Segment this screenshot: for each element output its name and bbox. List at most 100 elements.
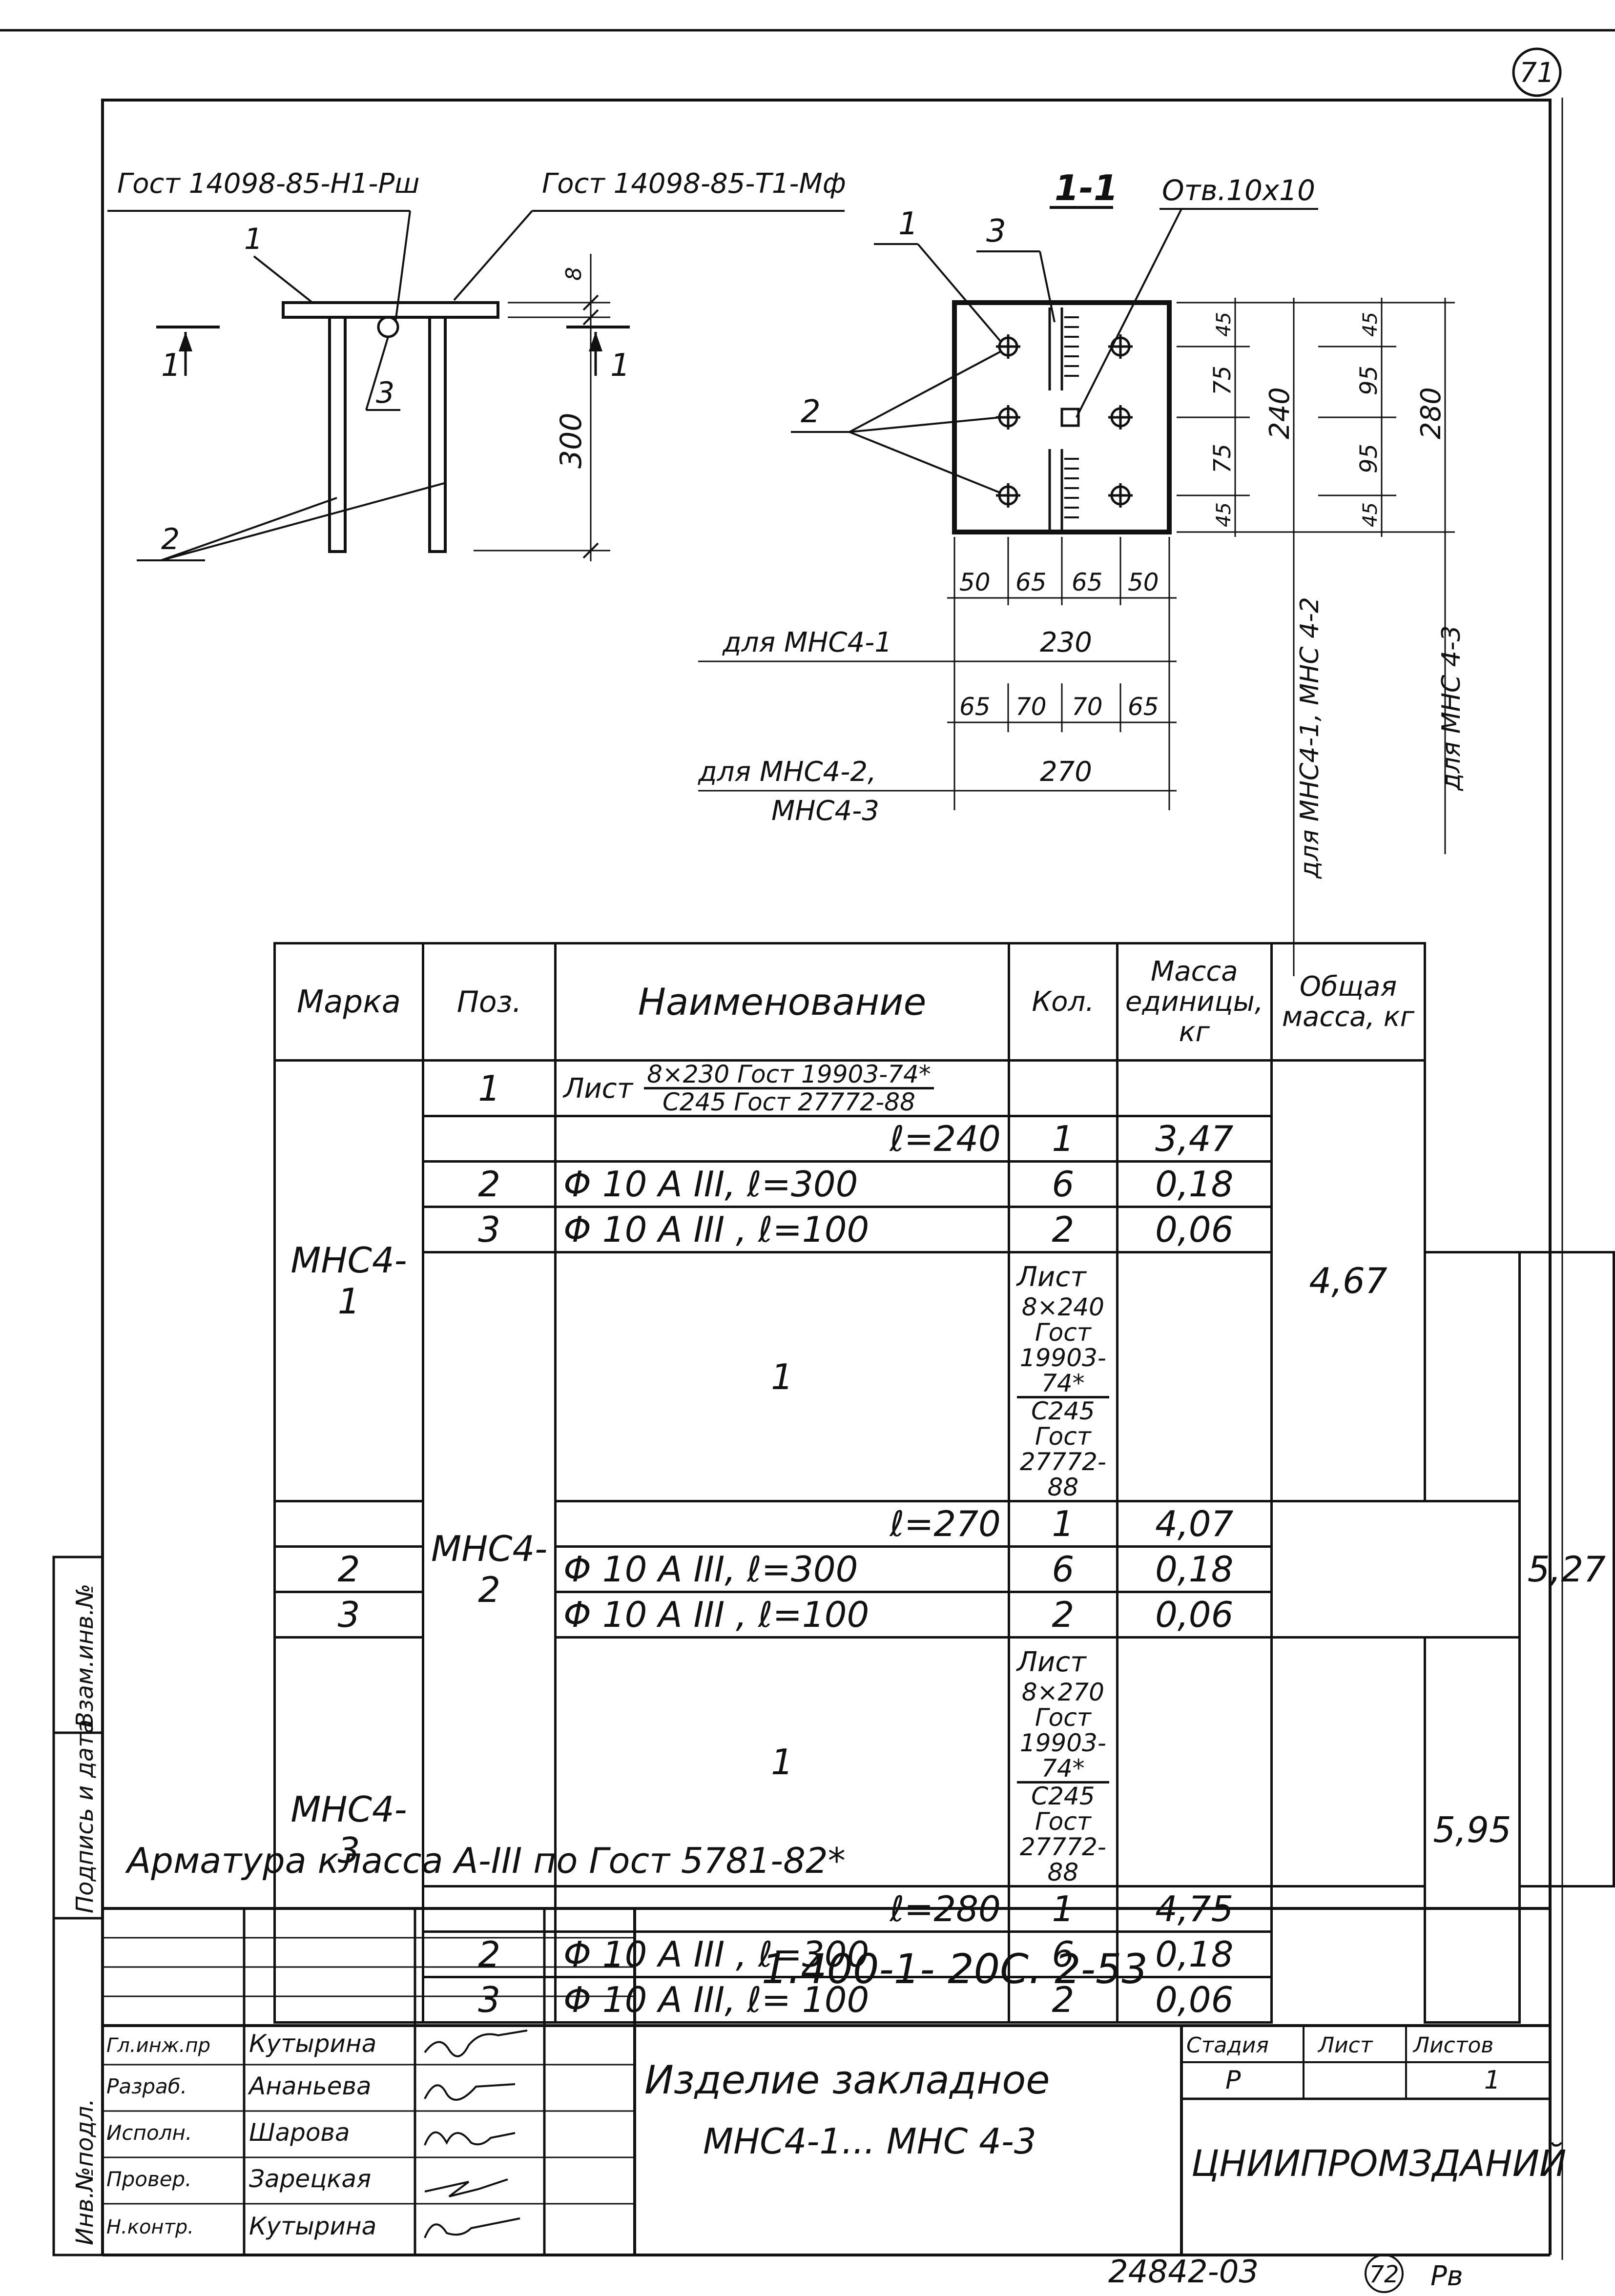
dim-right-a-total: 240 — [1264, 387, 1296, 439]
spec-header-row: Марка Поз. Наименование Кол. Масса едини… — [273, 942, 1614, 1062]
row-mass: 0,18 — [1116, 1160, 1273, 1208]
header-name: Наименование — [554, 942, 1010, 1062]
group-mark: МНС4-1 — [273, 1059, 424, 1502]
sheets-label: Листов — [1413, 2033, 1494, 2058]
row-pos: 3 — [421, 1206, 557, 1253]
side-sign-date: Подпись и дата — [71, 1719, 99, 1913]
row-pos: 3 — [421, 1976, 557, 2024]
row-length: ℓ=280 — [554, 1885, 1010, 1933]
row-qty: 1 — [1007, 1500, 1118, 1548]
row-name: Φ 10 А III, ℓ= 100 — [554, 1976, 1010, 2024]
front-view: Гост 14098-85-Н1-Рш Гост 14098-85-Т1-Мф … — [107, 168, 846, 561]
stage-label: Стадия — [1186, 2033, 1269, 2058]
label-for-23-line2: МНС4-3 — [771, 795, 879, 827]
front-callout-2: 2 — [161, 522, 180, 556]
row-qty: 1 — [1007, 1885, 1118, 1933]
row-mass: 0,06 — [1116, 1976, 1273, 2024]
row-qty: 2 — [1007, 1206, 1118, 1253]
side-inv-repl: Взам.инв.№ — [71, 1584, 99, 1728]
header-pos: Поз. — [421, 942, 557, 1062]
section-callout-2: 2 — [801, 394, 821, 430]
header-total-mass: Общая масса, кг — [1270, 942, 1427, 1062]
sheet-fraction-num: 8×270 Гост 19903-74* — [1016, 1680, 1109, 1784]
row-qty: 6 — [1007, 1160, 1118, 1208]
row-name: Φ 10 А III , ℓ=100 — [554, 1591, 1010, 1639]
section-callout-1: 1 — [898, 206, 918, 242]
document-code: 1.400-1- 20С. 2-53 — [762, 1945, 1148, 1993]
header-unit-mass: Масса единицы, кг — [1116, 942, 1273, 1062]
row-length: ℓ=240 — [554, 1115, 1010, 1163]
sheet-fraction-den: С245 Гост 27772-88 — [662, 1088, 915, 1116]
table-row: ℓ=240 1 3,47 — [275, 1115, 1614, 1163]
dim-right-b-3: 45 — [1359, 502, 1382, 527]
staff-role-2: Исполн. — [106, 2121, 192, 2145]
table-row: 3 Φ 10 А III , ℓ=100 2 0,06 — [275, 1206, 1614, 1253]
bottom-circle-number: 72 — [1369, 2261, 1399, 2288]
dim-bottom-b-3: 65 — [1128, 693, 1159, 721]
dim-bottom-b-total: 270 — [1040, 756, 1092, 788]
row-mass: 0,06 — [1116, 1206, 1273, 1253]
section-mark-left: 1 — [161, 348, 181, 384]
row-name: Φ 10 А III , ℓ=100 — [554, 1206, 1010, 1253]
dim-right-b-0: 45 — [1359, 312, 1382, 337]
row-qty: 6 — [1007, 1930, 1118, 1978]
staff-role-0: Гл.инж.пр — [106, 2034, 211, 2057]
gost-label-left: Гост 14098-85-Н1-Рш — [117, 168, 419, 200]
stage-value: Р — [1225, 2066, 1241, 2095]
staff-name-3: Зарецкая — [249, 2165, 372, 2193]
group-total-mass: 5,27 — [1518, 1251, 1615, 1887]
row-mass: 0,18 — [1116, 1930, 1273, 1978]
dim-plate-thickness: 8 — [561, 267, 586, 281]
table-row: МНС4-3 1 Лист 8×270 Гост 19903-74*С245 Г… — [273, 1636, 1614, 2024]
label-vertical-b: для МНС 4-3 — [1437, 625, 1466, 791]
dim-right-a-3: 45 — [1213, 502, 1235, 527]
sheet-fraction-num: 8×240 Гост 19903-74* — [1016, 1294, 1109, 1398]
dim-right-a-2: 75 — [1209, 444, 1236, 473]
staff-name-0: Кутырина — [249, 2030, 377, 2058]
front-callout-3: 3 — [376, 376, 394, 410]
dim-right-b-1: 95 — [1355, 366, 1383, 395]
row-qty: 1 — [1007, 1115, 1118, 1163]
table-row: ℓ=280 1 4,75 — [275, 1885, 1614, 1933]
group-mark: МНС4-2 — [421, 1251, 557, 1887]
table-row: 2 Φ 10 А III, ℓ=300 6 0,18 — [275, 1160, 1614, 1208]
table-row: МНС4-2 1 Лист 8×240 Гост 19903-74*С245 Г… — [275, 1251, 1615, 1887]
row-name: Φ 10 А III, ℓ=300 — [554, 1545, 1010, 1593]
row-mass: 0,06 — [1116, 1591, 1273, 1639]
row-pos: 1 — [554, 1251, 1010, 1502]
row-pos: 2 — [421, 1930, 557, 1978]
label-for-1: для МНС4-1 — [722, 627, 892, 658]
organization: ЦНИИПРОМЗДАНИЙ — [1191, 2143, 1567, 2185]
gost-label-right: Гост 14098-85-Т1-Мф — [542, 168, 846, 200]
front-callout-1: 1 — [244, 222, 263, 256]
row-name: Φ 10 А III, ℓ=300 — [554, 1160, 1010, 1208]
dim-bottom-a-3: 50 — [1128, 568, 1159, 596]
item-title-line1: Изделие закладное — [644, 2057, 1050, 2103]
table-row: МНС4-1 1 Лист 8×230 Гост 19903-74*С245 Г… — [273, 1059, 1614, 1502]
table-row: ℓ=270 1 4,07 — [273, 1500, 1614, 1548]
sheets-value: 1 — [1484, 2066, 1501, 2095]
row-mass: 0,18 — [1116, 1545, 1273, 1593]
bottom-circle — [1365, 2254, 1404, 2293]
row-name: Лист 8×270 Гост 19903-74*С245 Гост 27772… — [1007, 1636, 1118, 1887]
staff-role-4: Н.контр. — [106, 2216, 194, 2238]
bottom-initials: Рв — [1430, 2260, 1463, 2292]
staff-name-2: Шарова — [249, 2118, 350, 2147]
staff-name-1: Ананьева — [249, 2072, 372, 2100]
row-pos: 2 — [273, 1545, 424, 1593]
sheet-prefix: Лист — [1016, 1646, 1086, 1678]
row-length: ℓ=270 — [554, 1500, 1010, 1548]
row-qty: 6 — [1007, 1545, 1118, 1593]
dim-bottom-a-0: 50 — [959, 568, 991, 596]
header-mark: Марка — [273, 942, 424, 1062]
sheet-number: 71 — [1519, 57, 1554, 89]
sheet-fraction-num: 8×230 Гост 19903-74* — [644, 1062, 934, 1089]
staff-role-3: Провер. — [106, 2167, 192, 2191]
row-name: Лист 8×230 Гост 19903-74*С245 Гост 27772… — [554, 1059, 1010, 1117]
row-mass: 3,47 — [1116, 1115, 1273, 1163]
dim-bottom-b-1: 70 — [1015, 693, 1047, 721]
label-vertical-a: для МНС4-1, МНС 4-2 — [1295, 597, 1325, 879]
dim-right-a-0: 45 — [1213, 312, 1235, 337]
staff-role-1: Разраб. — [106, 2074, 187, 2098]
dim-bottom-b-0: 65 — [959, 693, 991, 721]
